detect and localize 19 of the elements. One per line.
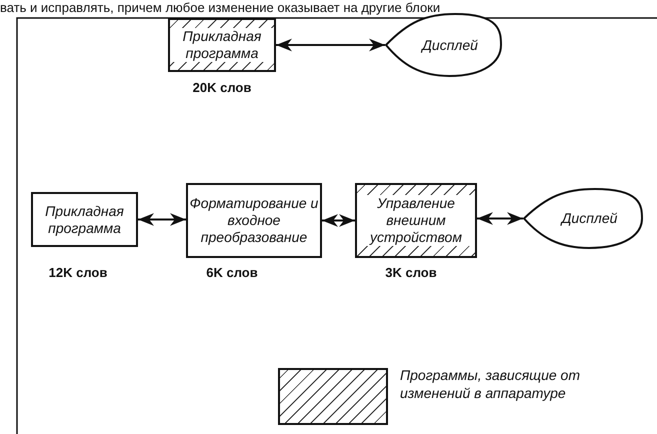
legend-text: Программы, зависящие от изменений в аппаратуре: [400, 366, 582, 402]
word-count: 12K слов: [48, 265, 108, 280]
program-box: [355, 183, 477, 258]
program-box: [186, 183, 322, 258]
double-arrow: [138, 213, 186, 226]
box-label: Прикладная программа: [170, 28, 274, 62]
program-box: [168, 18, 276, 72]
cut-text-line: вать и исправлять, причем любое изменение оказывает на другие блоки: [0, 0, 440, 15]
box-label: Управление внешним устройством: [357, 195, 475, 246]
box-label: Форматирование и входное преобразование: [188, 195, 320, 246]
word-count: 20K слов: [192, 80, 252, 95]
double-arrow: [322, 214, 355, 227]
box-label: Прикладная программа: [44, 202, 125, 236]
double-arrow: [276, 38, 385, 52]
program-box: [31, 192, 138, 247]
display-shape: [523, 187, 643, 250]
word-count: 6K слов: [206, 265, 258, 280]
double-arrow: [477, 212, 523, 225]
word-count: 3K слов: [385, 265, 437, 280]
